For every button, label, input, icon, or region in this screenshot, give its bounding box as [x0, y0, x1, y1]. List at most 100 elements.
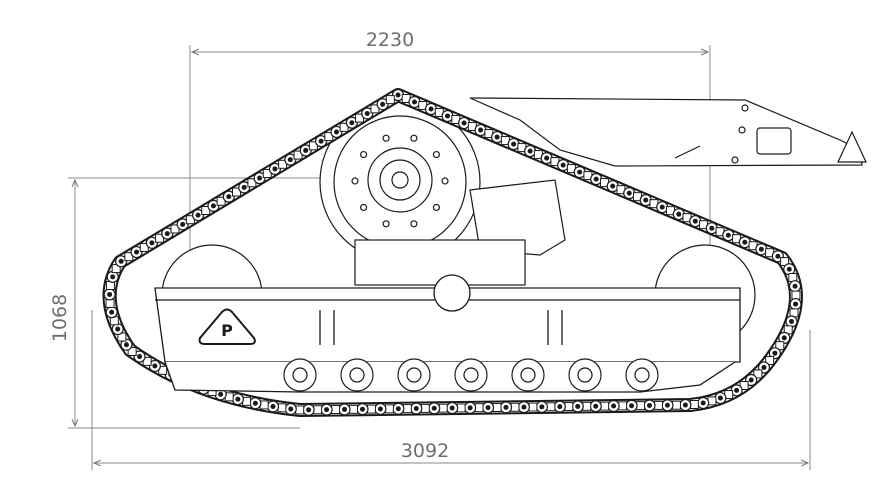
- link-pin: [610, 183, 616, 189]
- link-pin: [413, 406, 419, 412]
- roller-hub: [634, 367, 650, 383]
- link-pin: [152, 363, 158, 369]
- link-pin: [395, 406, 401, 412]
- link-pin: [511, 141, 517, 147]
- track-shoe: [636, 401, 646, 411]
- roller-hub: [292, 367, 308, 383]
- track-shoe: [528, 402, 538, 412]
- link-pin: [324, 407, 330, 413]
- link-pin: [467, 405, 473, 411]
- track-shoe: [127, 347, 137, 357]
- link-pin: [349, 120, 355, 126]
- chassis-arm: [469, 97, 867, 167]
- link-pin: [676, 211, 682, 217]
- track-shoe: [765, 355, 775, 365]
- link-pin: [318, 138, 324, 144]
- link-pin: [539, 404, 545, 410]
- track-shoe: [791, 290, 801, 300]
- bottom-rollers: [283, 358, 659, 392]
- link-pin: [700, 400, 706, 406]
- track-shoe: [492, 402, 502, 412]
- link-pin: [428, 106, 434, 112]
- link-pin: [149, 240, 155, 246]
- track-shoe: [689, 399, 699, 409]
- link-pin: [593, 176, 599, 182]
- svg-text:P: P: [221, 321, 233, 340]
- dimension-height-label: 1068: [49, 294, 71, 342]
- link-pin: [107, 291, 113, 297]
- track-shoe: [348, 404, 358, 414]
- link-pin: [647, 403, 653, 409]
- track-shoe: [385, 95, 395, 105]
- link-pin: [709, 225, 715, 231]
- link-pin: [544, 155, 550, 161]
- bolt: [359, 150, 368, 159]
- link-pin: [692, 218, 698, 224]
- link-pin: [611, 403, 617, 409]
- link-pin: [137, 354, 143, 360]
- link-pin: [445, 113, 451, 119]
- link-pin: [241, 184, 247, 190]
- link-pin: [431, 405, 437, 411]
- track-shoe: [384, 404, 394, 414]
- link-pin: [195, 212, 201, 218]
- track-shoe: [331, 405, 341, 415]
- roller-hub: [406, 367, 422, 383]
- roller-hub: [463, 367, 479, 383]
- link-pin: [115, 326, 121, 332]
- link-pin: [110, 274, 116, 280]
- link-pin: [123, 342, 129, 348]
- link-pin: [164, 231, 170, 237]
- link-pin: [629, 403, 635, 409]
- link-pin: [134, 249, 140, 255]
- track-shoe: [313, 405, 323, 415]
- link-pin: [761, 364, 767, 370]
- link-pin: [734, 387, 740, 393]
- link-pin: [118, 258, 124, 264]
- track-shoe: [546, 402, 556, 412]
- track-shoe: [259, 400, 269, 410]
- dimension-length-label: 3092: [401, 440, 449, 462]
- link-pin: [359, 406, 365, 412]
- link-pin: [575, 403, 581, 409]
- dimension-top-label: 2230: [366, 29, 414, 51]
- roller-hub: [520, 367, 536, 383]
- track-shoe: [671, 400, 681, 410]
- link-pin: [485, 405, 491, 411]
- link-pin: [461, 120, 467, 126]
- track-shoe: [366, 404, 376, 414]
- link-pin: [786, 266, 792, 272]
- link-pin: [218, 391, 224, 397]
- link-pin: [772, 350, 778, 356]
- bolt: [382, 220, 390, 228]
- link-pin: [210, 203, 216, 209]
- link-pin: [742, 239, 748, 245]
- link-pin: [717, 395, 723, 401]
- track-shoe: [653, 400, 663, 410]
- link-pin: [503, 404, 509, 410]
- track-shoe: [402, 404, 412, 414]
- link-pin: [758, 246, 764, 252]
- link-pin: [288, 406, 294, 412]
- bolt: [432, 203, 441, 212]
- track-shoe: [474, 403, 484, 413]
- link-pin: [793, 301, 799, 307]
- track-shoe: [295, 405, 305, 415]
- track-shoe: [600, 401, 610, 411]
- bolt: [432, 150, 441, 159]
- link-pin: [395, 92, 401, 98]
- link-pin: [342, 406, 348, 412]
- link-pin: [593, 403, 599, 409]
- link-pin: [235, 396, 241, 402]
- link-pin: [789, 319, 795, 325]
- link-pin: [303, 147, 309, 153]
- link-pin: [659, 204, 665, 210]
- logo: P: [198, 308, 256, 345]
- bolt: [382, 134, 390, 142]
- link-pin: [682, 402, 688, 408]
- track-shoe: [564, 402, 574, 412]
- link-pin: [252, 400, 258, 406]
- track-shoe: [105, 298, 115, 308]
- link-pin: [792, 283, 798, 289]
